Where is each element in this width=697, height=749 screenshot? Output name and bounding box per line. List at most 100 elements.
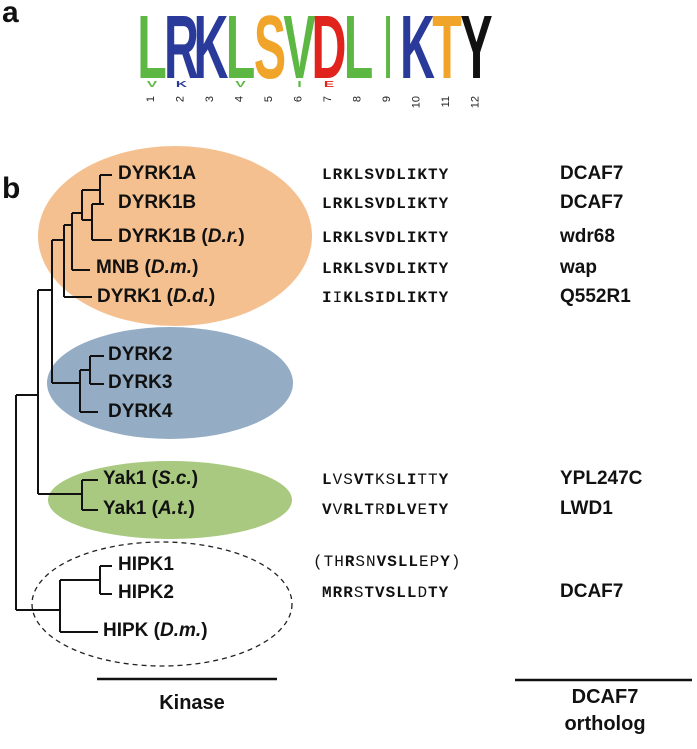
ortholog-footer-line1: DCAF7 bbox=[571, 686, 639, 708]
kinase-name: MNB ( bbox=[96, 257, 151, 278]
ortholog-dyrk1-dd: Q552R1 bbox=[560, 286, 631, 307]
logo-minor-letter-4: V bbox=[235, 80, 246, 89]
ortholog-dyrk1a: DCAF7 bbox=[560, 163, 624, 184]
residue-run: KLSIDLIKTY bbox=[343, 289, 450, 307]
logo-minor-letter-7: E bbox=[324, 80, 334, 89]
residue-run: V bbox=[332, 501, 344, 519]
logo-letter-3: K bbox=[194, 0, 229, 98]
logo-position-1: 1 bbox=[145, 96, 157, 102]
logo-position-8: 8 bbox=[352, 96, 364, 102]
motif-sequence: MRRSTVSLLDTY bbox=[322, 584, 449, 602]
logo-letter-4: L bbox=[226, 0, 256, 98]
ortholog-yak1-at: LWD1 bbox=[560, 498, 613, 519]
residue-run: E bbox=[417, 501, 429, 519]
logo-position-7: 7 bbox=[322, 96, 334, 102]
kinase-name: Yak1 ( bbox=[103, 468, 158, 489]
motif-sequence: LRKLSVDLIKTY bbox=[322, 260, 449, 278]
tree-label-dyrk1b-dr: DYRK1B (D.r.) bbox=[118, 226, 245, 248]
kinase-name: DYRK1B bbox=[118, 192, 197, 213]
logo-letter-8: L bbox=[344, 0, 374, 98]
tree-label-dyrk1-dd: DYRK1 (D.d.) bbox=[97, 286, 215, 308]
motif-sequence: IIKLSIDLIKTY bbox=[322, 289, 449, 307]
logo-letter-6: V bbox=[283, 0, 315, 98]
species-name: D.d. bbox=[173, 286, 209, 307]
kinase-name: DYRK1A bbox=[118, 163, 197, 184]
residue-run: R bbox=[344, 553, 356, 571]
tree-label-yak1-sc: Yak1 (S.c.) bbox=[103, 468, 198, 490]
motif-sequence: LRKLSVDLIKTY bbox=[322, 166, 449, 184]
yak1-clade-ellipse bbox=[48, 461, 292, 539]
logo-letter-9: I bbox=[384, 0, 392, 98]
tree-label-dyrk1a: DYRK1A bbox=[118, 163, 196, 185]
logo-letter-11: T bbox=[432, 0, 462, 98]
paren-close: ) bbox=[191, 468, 199, 489]
logo-position-6: 6 bbox=[293, 96, 305, 102]
residue-run: VS bbox=[376, 553, 398, 571]
tree-label-dyrk1b: DYRK1B bbox=[118, 192, 196, 214]
residue-run: MRR bbox=[322, 584, 354, 602]
residue-run: TY bbox=[428, 501, 450, 519]
dyrk1-clade-ellipse bbox=[38, 146, 312, 326]
residue-run: LRKLSVDLIKTY bbox=[322, 260, 450, 278]
residue-run: LI bbox=[396, 471, 418, 489]
residue-run: SN bbox=[355, 553, 377, 571]
residue-run: EP bbox=[419, 553, 441, 571]
kinase-name: HIPK1 bbox=[118, 554, 174, 575]
logo-position-4: 4 bbox=[234, 96, 246, 102]
species-name: A.t. bbox=[157, 498, 189, 519]
residue-run: VT bbox=[353, 471, 376, 489]
tree-label-hipk-dm: HIPK (D.m.) bbox=[103, 620, 208, 642]
residue-run: L bbox=[322, 471, 333, 489]
kinase-name: DYRK1 ( bbox=[97, 286, 174, 307]
tree-label-hipk2: HIPK2 bbox=[118, 582, 174, 604]
logo-letter-5: S bbox=[254, 0, 286, 98]
motif-sequence: (THRSNVSLLEPY) bbox=[313, 553, 461, 571]
residue-run: LRKLSVDLIKTY bbox=[322, 195, 450, 213]
residue-run: RLT bbox=[343, 501, 376, 519]
motif-sequence: VVRLTRDLVETY bbox=[322, 501, 449, 519]
motif-sequence: LVSVTKSLITTY bbox=[322, 471, 449, 489]
logo-position-2: 2 bbox=[175, 96, 187, 102]
paren-close: ) bbox=[238, 226, 245, 247]
logo-letter-1: L bbox=[137, 0, 167, 98]
logo-minor-letter-2: K bbox=[176, 80, 187, 89]
motif-sequence: LRKLSVDLIKTY bbox=[322, 195, 449, 213]
logo-position-5: 5 bbox=[263, 96, 275, 102]
residue-run: DLV bbox=[385, 501, 418, 519]
ortholog-dyrk1b: DCAF7 bbox=[560, 192, 624, 213]
residue-run: TVS bbox=[364, 584, 397, 602]
panel-b-label: b bbox=[2, 172, 21, 205]
logo-position-12: 12 bbox=[470, 96, 482, 108]
kinase-name: DYRK1B ( bbox=[118, 226, 208, 247]
residue-run: (TH bbox=[313, 553, 345, 571]
residue-run: I bbox=[322, 289, 333, 307]
residue-run: LRKLSVDLIKTY bbox=[322, 229, 450, 247]
logo-letter-12: Y bbox=[460, 0, 492, 98]
logo-position-10: 10 bbox=[411, 96, 423, 108]
logo-letter-2: R bbox=[164, 0, 199, 98]
residue-run: TT bbox=[417, 471, 439, 489]
residue-run: Y bbox=[440, 553, 451, 571]
kinase-name: HIPK2 bbox=[118, 582, 174, 603]
logo-minor-letter-6: I bbox=[297, 80, 301, 89]
logo-minor-letter-1: V bbox=[147, 80, 158, 89]
species-name: D.r. bbox=[207, 226, 239, 247]
hipk-clade-ellipse bbox=[31, 541, 293, 667]
tree-label-dyrk2: DYRK2 bbox=[108, 344, 172, 366]
dyrk2-clade-ellipse bbox=[47, 327, 293, 439]
residue-run: VS bbox=[332, 471, 354, 489]
species-name: S.c. bbox=[157, 468, 192, 489]
kinase-footer-label: Kinase bbox=[159, 692, 225, 714]
residue-run: LRKLSVDLIKTY bbox=[322, 166, 450, 184]
ortholog-mnb: wap bbox=[560, 257, 597, 278]
ortholog-dyrk1b-dr: wdr68 bbox=[560, 226, 615, 247]
residue-run: D bbox=[417, 584, 429, 602]
kinase-name: DYRK2 bbox=[108, 344, 173, 365]
species-name: D.m. bbox=[150, 257, 193, 278]
residue-run: ) bbox=[450, 553, 462, 571]
residue-run: KS bbox=[375, 471, 397, 489]
kinase-name: DYRK3 bbox=[108, 372, 173, 393]
residue-run: LL bbox=[397, 553, 420, 571]
